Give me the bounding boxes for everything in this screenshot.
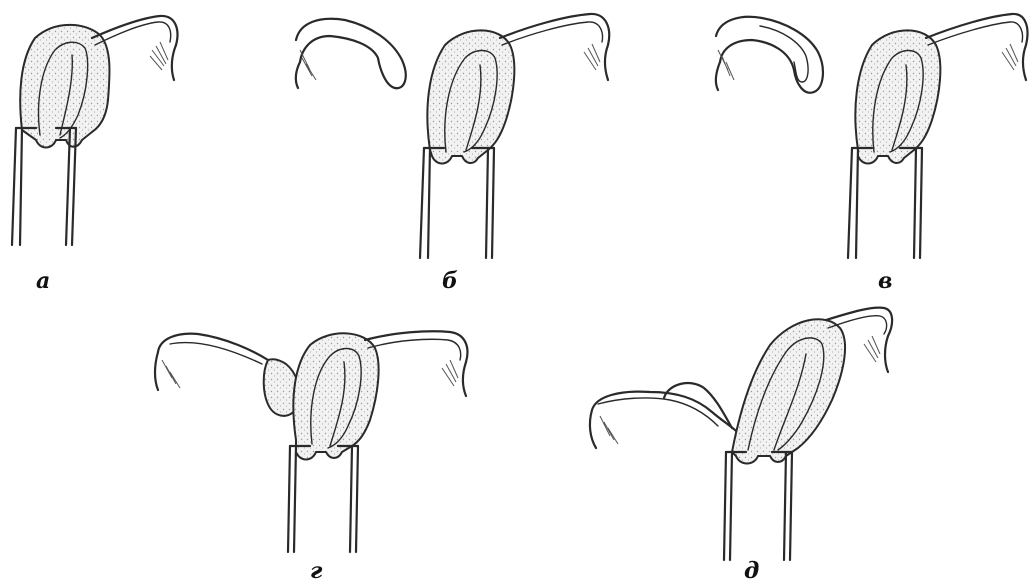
panel-a-illustration <box>12 16 177 245</box>
panel-label-v: в <box>878 270 892 292</box>
panel-label-b: б <box>442 270 458 292</box>
panel-label-g: г <box>310 560 322 582</box>
panel-d-illustration <box>590 308 892 560</box>
panel-v-illustration <box>716 14 1028 258</box>
panel-b-illustration <box>296 14 609 258</box>
panel-g-illustration <box>155 331 467 552</box>
panel-label-d: д <box>744 560 759 582</box>
panel-label-a: а <box>36 270 50 292</box>
